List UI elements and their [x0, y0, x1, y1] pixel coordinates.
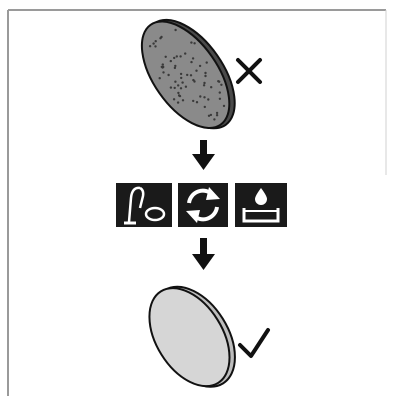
vacuum-cleaner-icon: [116, 183, 172, 227]
down-arrow-icon: [192, 238, 215, 270]
water-basin-icon: [235, 183, 287, 227]
rotate-arrows-icon: [178, 183, 228, 227]
cross-icon: [238, 60, 260, 82]
down-arrow-icon: [192, 140, 215, 170]
checkmark-icon: [240, 330, 268, 356]
dirty-filter: [124, 4, 252, 146]
clean-filter: [133, 271, 252, 396]
